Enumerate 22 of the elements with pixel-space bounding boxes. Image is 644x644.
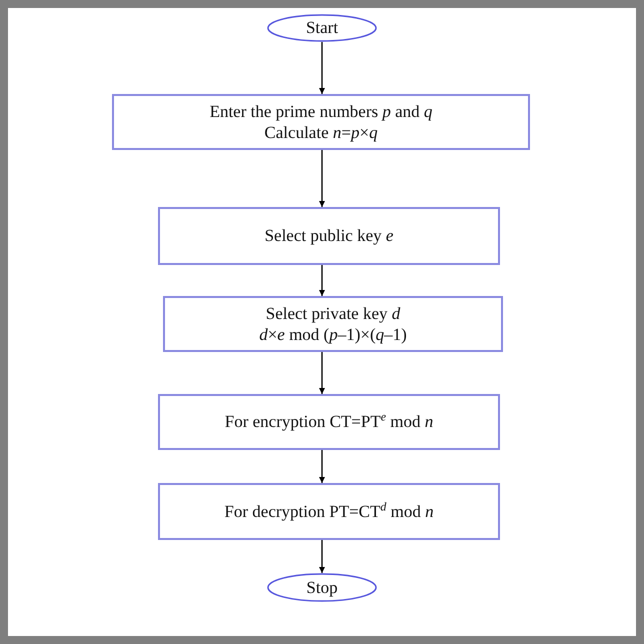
process-box bbox=[112, 94, 530, 150]
step-text: Select private key d bbox=[266, 302, 400, 324]
arrow bbox=[319, 265, 325, 296]
process-box bbox=[158, 394, 500, 450]
process-box bbox=[163, 296, 503, 352]
arrow bbox=[319, 352, 325, 394]
step-text: Start bbox=[306, 17, 338, 39]
arrow bbox=[319, 42, 325, 94]
step-text: For decryption PT=CT$^{d}$ mod n bbox=[224, 500, 434, 522]
step-text: Select public key e bbox=[264, 225, 394, 247]
arrow bbox=[319, 540, 325, 573]
terminal-oval bbox=[267, 14, 377, 42]
step-text: Stop bbox=[306, 576, 338, 598]
terminal-oval bbox=[267, 573, 377, 602]
step-text: For encryption CT=PT$^{e}$ mod n bbox=[224, 411, 434, 433]
process-box bbox=[158, 483, 500, 540]
arrow bbox=[319, 450, 325, 483]
step-text: d×e mod (p–1)×(q–1) bbox=[259, 324, 407, 346]
process-box bbox=[158, 207, 500, 265]
step-text: Enter the prime numbers p and q bbox=[210, 100, 432, 122]
step-text: Calculate n=p×q bbox=[264, 122, 378, 144]
arrow bbox=[319, 150, 325, 207]
